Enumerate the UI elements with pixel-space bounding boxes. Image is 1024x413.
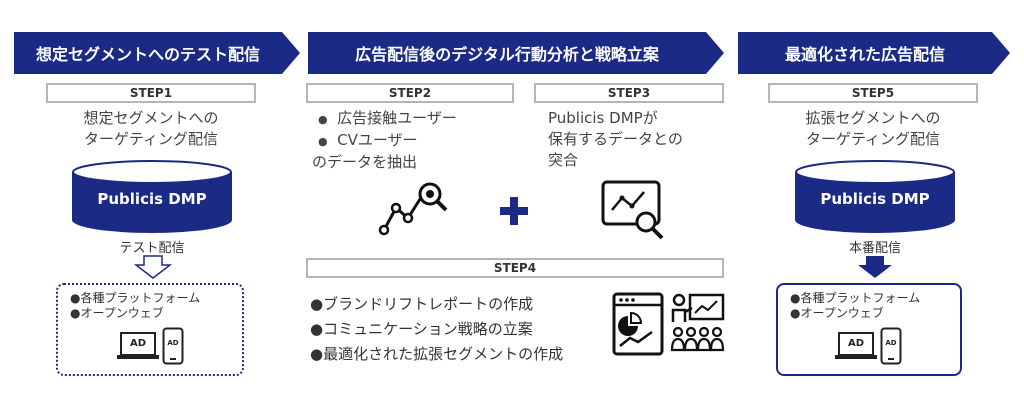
banner-title: 最適化された広告配信: [784, 45, 945, 64]
step2-label: STEP2: [306, 83, 514, 103]
step5-db-label: Publicis DMP: [820, 190, 930, 208]
step2-bullet: CVユーザー: [337, 131, 418, 149]
step1-desc-line: 想定セグメントへの: [83, 109, 219, 127]
step5-description: 拡張セグメントへの ターゲティング配信: [768, 108, 978, 150]
step2-tail: のデータを抽出: [312, 153, 418, 171]
phone-ad-badge: AD: [885, 339, 897, 347]
smartphone-ad-icon: [880, 327, 902, 365]
chart-magnifier-icon: [601, 180, 664, 240]
laptop-ad-icon: [117, 332, 159, 359]
step5-desc-line: 拡張セグメントへの: [805, 109, 941, 127]
database-cylinder-icon: [72, 160, 232, 233]
banner-analysis-strategy: 広告配信後のデジタル行動分析と戦略立案: [308, 32, 724, 74]
step3-desc-line: 突合: [548, 151, 579, 169]
banner-title: 広告配信後のデジタル行動分析と戦略立案: [355, 45, 659, 64]
step5-platform-box: [776, 283, 962, 376]
laptop-ad-icon: [835, 332, 877, 359]
analytics-search-icon: [378, 182, 448, 236]
step1-label: STEP1: [46, 83, 256, 103]
step4-item: ●最適化された拡張セグメントの作成: [310, 345, 564, 363]
step5-platforms: ●各種プラットフォーム ●オープンウェブ: [790, 291, 920, 321]
step2-description: ● 広告接触ユーザー ● CVユーザー のデータを抽出: [312, 109, 457, 171]
platform-item: ●各種プラットフォーム: [790, 291, 921, 305]
database-cylinder-icon: [795, 160, 955, 233]
outline-down-arrow-icon: [134, 255, 172, 279]
step1-description: 想定セグメントへの ターゲティング配信: [46, 108, 256, 150]
step3-label: STEP3: [534, 83, 724, 103]
step1-caption: テスト配信: [119, 241, 185, 256]
plus-icon: [500, 197, 528, 225]
dashboard-report-icon: [612, 292, 664, 356]
step4-item: ●コミュニケーション戦略の立案: [310, 320, 533, 338]
platform-item: ●オープンウェブ: [790, 306, 884, 320]
banner-arrow-shape: [738, 32, 1010, 74]
phone-ad-badge: AD: [167, 339, 179, 347]
step1-platform-box: [56, 283, 244, 376]
smartphone-ad-icon: [162, 327, 184, 365]
step3-desc-line: Publicis DMPが: [548, 109, 658, 127]
step4-items: ●ブランドリフトレポートの作成 ●コミュニケーション戦略の立案 ●最適化された拡…: [310, 292, 563, 367]
step5-desc-line: ターゲティング配信: [805, 130, 941, 148]
step1-desc-line: ターゲティング配信: [83, 130, 219, 148]
banner-arrow-shape: [308, 32, 724, 74]
banner-title: 想定セグメントへのテスト配信: [35, 45, 260, 64]
step2-bullet: 広告接触ユーザー: [337, 109, 457, 127]
presentation-audience-icon: [670, 293, 725, 352]
laptop-ad-badge: AD: [129, 338, 147, 349]
step3-description: Publicis DMPが 保有するデータとの 突合: [548, 108, 683, 171]
platform-item: ●各種プラットフォーム: [70, 291, 201, 305]
step4-item: ●ブランドリフトレポートの作成: [310, 295, 534, 313]
banner-arrow-shape: [14, 32, 300, 74]
step5-label: STEP5: [768, 83, 978, 103]
banner-test-delivery: 想定セグメントへのテスト配信: [14, 32, 300, 74]
platform-item: ●オープンウェブ: [70, 306, 164, 320]
step1-platforms: ●各種プラットフォーム ●オープンウェブ: [70, 291, 200, 321]
laptop-ad-badge: AD: [847, 338, 865, 349]
solid-down-arrow-icon: [858, 256, 892, 278]
step5-caption: 本番配信: [848, 241, 901, 256]
step4-label: STEP4: [306, 258, 724, 278]
banner-optimized-delivery: 最適化された広告配信: [738, 32, 1010, 74]
step3-desc-line: 保有するデータとの: [548, 130, 683, 148]
step1-db-label: Publicis DMP: [97, 190, 207, 208]
